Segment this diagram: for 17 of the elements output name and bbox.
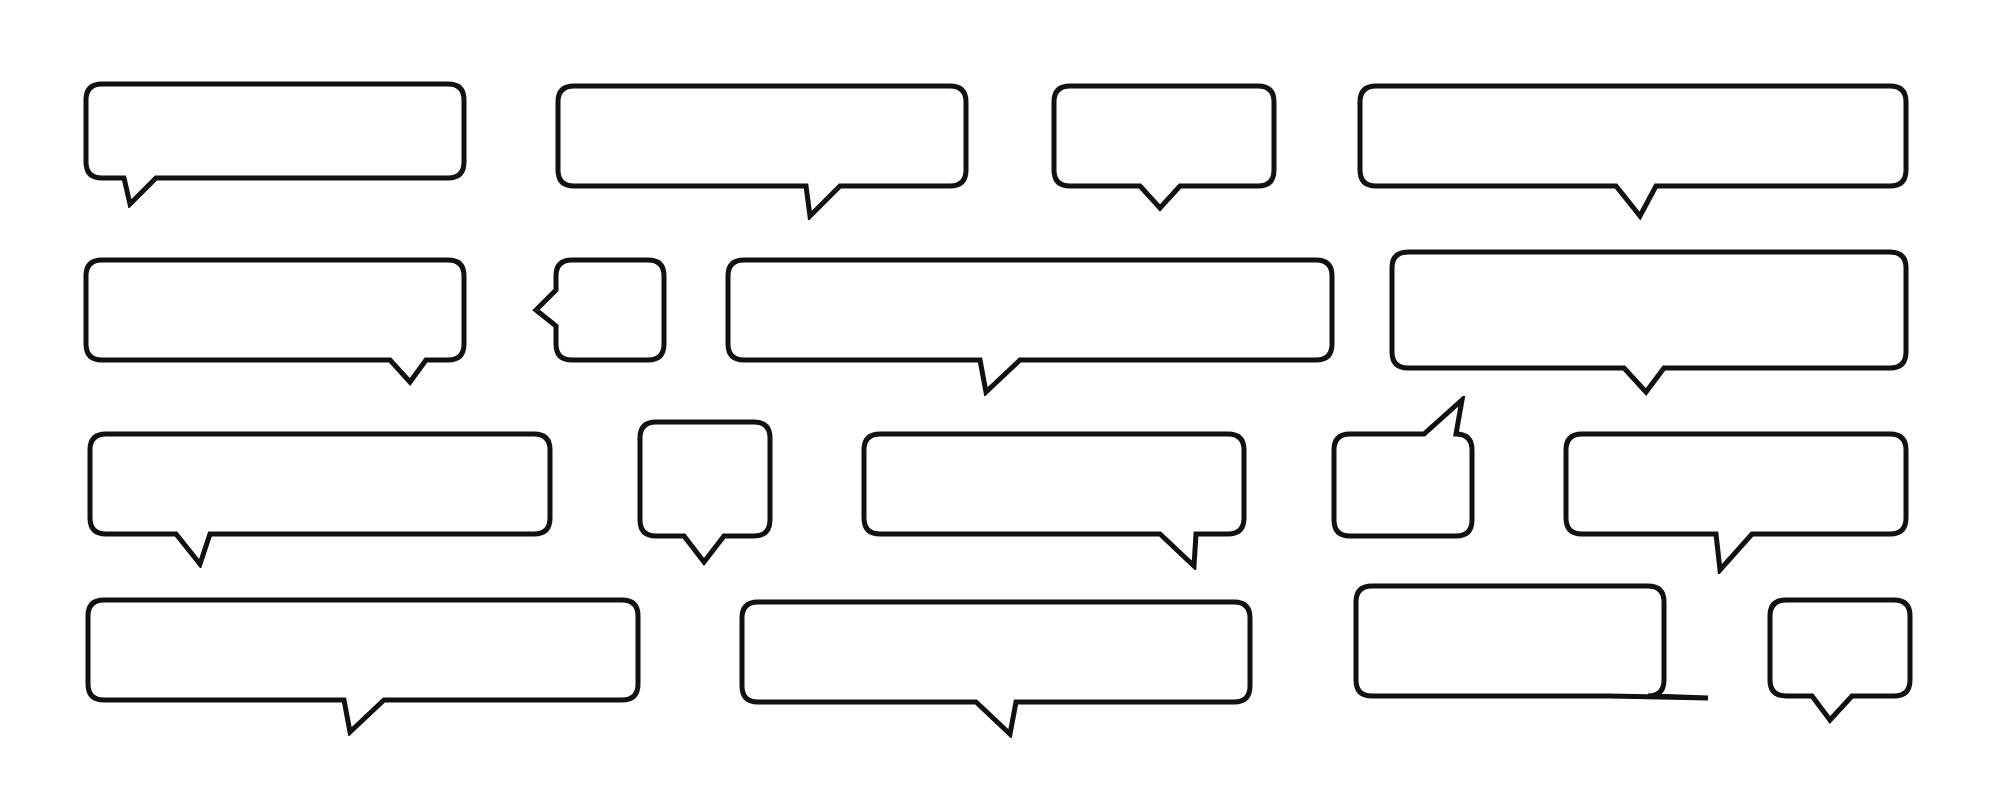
- speech-bubble: [1388, 248, 1910, 396]
- speech-bubble: [1562, 430, 1910, 574]
- speech-bubble: [1356, 82, 1910, 220]
- speech-bubble: [738, 598, 1254, 738]
- speech-bubble: [86, 430, 554, 568]
- speech-bubble: [1766, 596, 1914, 724]
- speech-bubble: [82, 80, 468, 208]
- speech-bubble: [554, 82, 970, 220]
- speech-bubble: [860, 430, 1248, 570]
- speech-bubble: [1050, 82, 1278, 212]
- speech-bubble: [1330, 396, 1476, 540]
- speech-bubble: [636, 418, 774, 566]
- speech-bubble: [84, 596, 642, 736]
- speech-bubble: [532, 256, 668, 364]
- speech-bubble: [82, 256, 468, 386]
- speech-bubble: [1352, 582, 1712, 702]
- speech-bubble: [724, 256, 1336, 396]
